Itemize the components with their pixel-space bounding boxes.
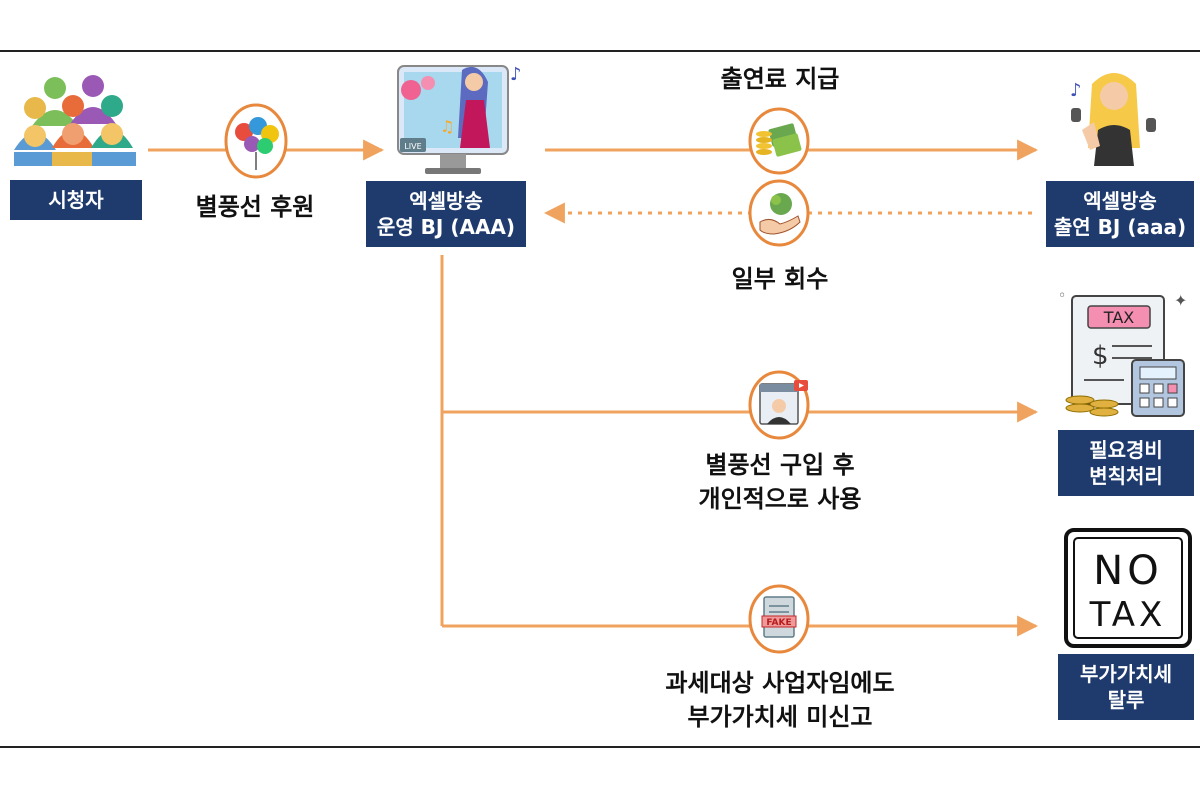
svg-text:♪: ♪ <box>510 64 522 85</box>
performer-label-line2: 출연 BJ (aaa) <box>1053 215 1187 239</box>
viewers-label: 시청자 <box>10 180 142 220</box>
singer-icon: ♪ <box>1070 73 1156 166</box>
hand-money-icon <box>748 179 810 247</box>
performer-label-line1: 엑셀방송 <box>1083 189 1157 213</box>
svg-text:♪: ♪ <box>1070 80 1082 101</box>
caption-partial-recovery: 일부 회수 <box>700 262 860 296</box>
tax-label: TAX <box>1103 308 1134 327</box>
caption-personal-use-line2: 개인적으로 사용 <box>698 485 862 513</box>
expense-label-line2: 변칙처리 <box>1089 464 1163 488</box>
fake-document-icon: FAKE <box>748 584 810 654</box>
caption-personal-use-line1: 별풍선 구입 후 <box>705 451 855 479</box>
money-icon <box>748 107 810 175</box>
no-tax-line2: TAX <box>1089 595 1167 635</box>
operator-label-line1: 엑셀방송 <box>409 189 483 213</box>
balloon-icon <box>224 103 288 179</box>
caption-vat-unreported-line1: 과세대상 사업자임에도 <box>665 669 895 697</box>
performer-label: 엑셀방송 출연 BJ (aaa) <box>1046 181 1194 247</box>
live-badge: LIVE <box>404 142 421 151</box>
vat-label-line1: 부가가치세 <box>1080 662 1172 686</box>
expense-label: 필요경비 변칙처리 <box>1058 430 1194 496</box>
bottom-border <box>0 746 1200 748</box>
caption-balloon-support-text: 별풍선 후원 <box>195 193 315 221</box>
tax-document-icon: TAX $ ◦ ✦ <box>1058 288 1187 417</box>
vat-label: 부가가치세 탈루 <box>1058 654 1194 720</box>
svg-text:◦: ◦ <box>1058 288 1066 304</box>
fake-stamp: FAKE <box>766 618 791 628</box>
caption-balloon-support: 별풍선 후원 <box>170 190 340 224</box>
svg-text:✦: ✦ <box>1174 291 1187 310</box>
viewers-label-text: 시청자 <box>48 188 104 212</box>
svg-text:♫: ♫ <box>440 117 454 136</box>
broadcast-monitor-icon: ♪ ♫ LIVE <box>397 64 522 174</box>
no-tax-line1: NO <box>1093 548 1162 594</box>
streamer-icon <box>748 370 810 440</box>
expense-label-line1: 필요경비 <box>1089 438 1163 462</box>
operator-label-line2: 운영 BJ (AAA) <box>376 215 516 239</box>
vat-label-line2: 탈루 <box>1107 688 1145 712</box>
caption-vat-unreported: 과세대상 사업자임에도 부가가치세 미신고 <box>630 666 930 734</box>
no-tax-sign-icon: NO TAX <box>1064 528 1192 648</box>
caption-vat-unreported-line2: 부가가치세 미신고 <box>687 703 873 731</box>
caption-appearance-fee-text: 출연료 지급 <box>720 65 840 93</box>
svg-text:$: $ <box>1092 341 1109 371</box>
viewers-crowd-icon <box>14 75 136 166</box>
caption-personal-use: 별풍선 구입 후 개인적으로 사용 <box>660 448 900 516</box>
caption-partial-recovery-text: 일부 회수 <box>731 265 829 293</box>
operator-label: 엑셀방송 운영 BJ (AAA) <box>366 181 526 247</box>
caption-appearance-fee: 출연료 지급 <box>680 62 880 96</box>
top-border <box>0 50 1200 52</box>
